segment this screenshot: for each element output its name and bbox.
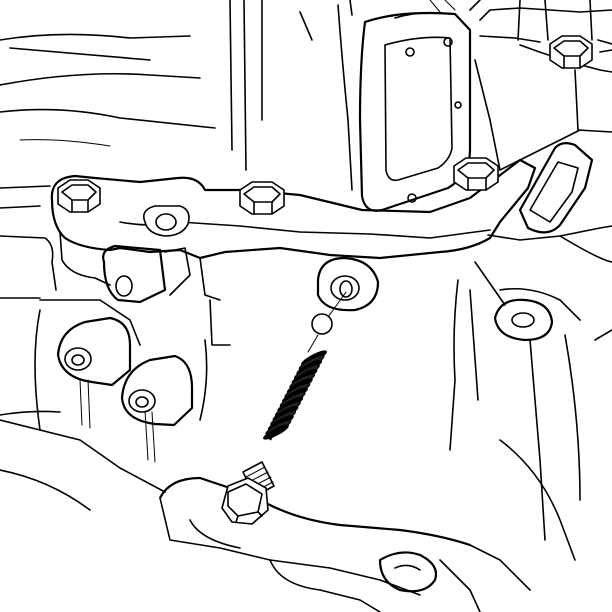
alignment-axis bbox=[308, 292, 346, 352]
hex-bolt-top-right bbox=[550, 36, 592, 68]
case-bosses-left bbox=[58, 318, 192, 425]
hex-bolt-right bbox=[454, 158, 498, 190]
detent-spring bbox=[262, 349, 328, 442]
bracket-plate bbox=[52, 160, 535, 310]
hex-bolt-left bbox=[58, 180, 100, 212]
hex-bolt-center bbox=[240, 182, 284, 214]
spring-coil bbox=[262, 423, 290, 442]
detent-ball bbox=[312, 314, 332, 334]
threaded-plug bbox=[222, 462, 274, 524]
